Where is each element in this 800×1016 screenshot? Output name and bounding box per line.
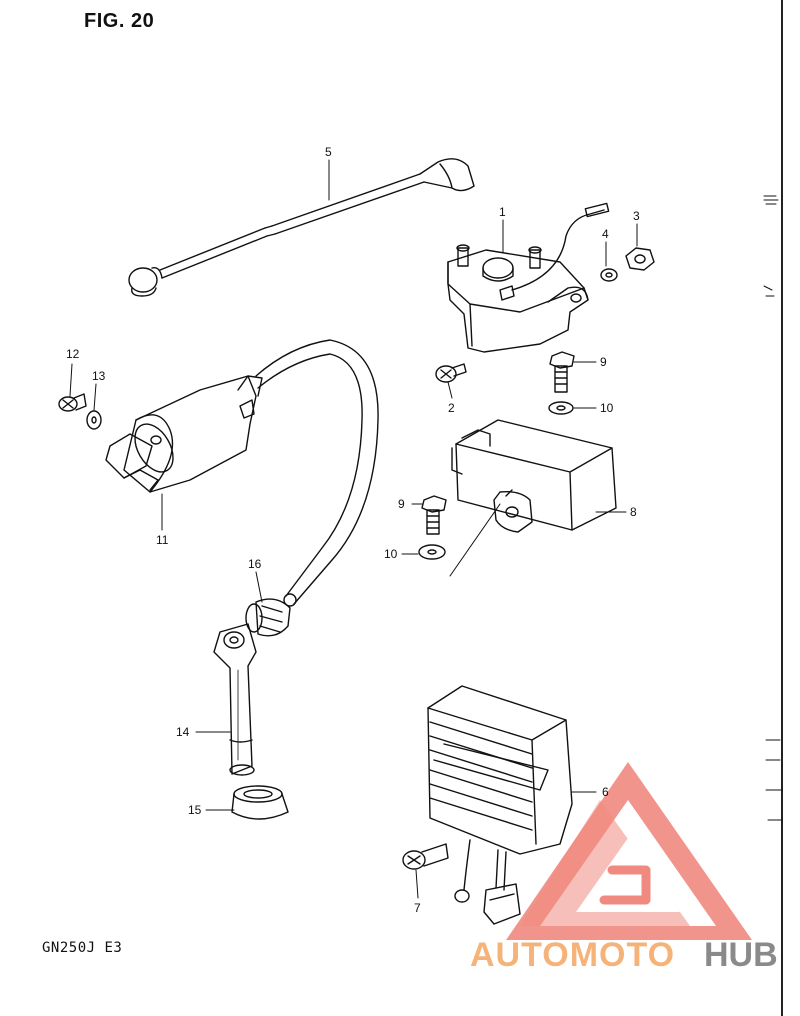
part-11-ignition-coil [105, 339, 379, 607]
callout-4: 4 [602, 227, 609, 241]
scan-edge-marks [763, 0, 783, 1016]
watermark-text-a: AUTOMOTO [470, 936, 675, 974]
part-5-battery-cable [128, 158, 475, 297]
callout-13: 13 [92, 369, 106, 383]
part-15-boot [231, 785, 289, 820]
part-1-starter-relay [447, 202, 610, 353]
part-7-screw [402, 843, 449, 870]
callout-9-lower: 9 [398, 497, 405, 511]
part-8-cdi-unit [449, 419, 617, 577]
watermark-logo: AUTOMOTO HUB [470, 762, 778, 974]
callout-6: 6 [602, 785, 609, 799]
part-2-screw [435, 363, 467, 383]
watermark-text-b: HUB [704, 936, 778, 974]
part-6-regulator [427, 685, 573, 925]
part-3-nut [625, 247, 655, 271]
callout-7: 7 [414, 901, 421, 915]
part-4-washer [600, 268, 618, 282]
callout-5: 5 [325, 145, 332, 159]
callout-1: 1 [499, 205, 506, 219]
callout-10-upper: 10 [600, 401, 614, 415]
callout-12: 12 [66, 347, 80, 361]
callout-15: 15 [188, 803, 202, 817]
callout-9-upper: 9 [600, 355, 607, 369]
part-10-washer-lower [418, 544, 446, 560]
callout-16: 16 [248, 557, 262, 571]
callout-10-lower: 10 [384, 547, 398, 561]
part-13-washer [86, 410, 102, 430]
part-12-screw [58, 393, 87, 412]
model-code: GN250J E3 [42, 940, 123, 956]
part-9-bolt-lower [421, 495, 447, 535]
callout-11: 11 [156, 533, 169, 547]
part-9-bolt-upper [549, 351, 575, 393]
callout-8: 8 [630, 505, 637, 519]
callout-labels: 5 1 3 4 2 9 10 8 9 10 12 13 11 16 14 15 … [66, 145, 640, 915]
part-10-washer-upper [548, 401, 574, 415]
figure-title: FIG. 20 [84, 10, 155, 32]
part-16-cord-seal [245, 598, 291, 637]
callout-2: 2 [448, 401, 455, 415]
callout-3: 3 [633, 209, 640, 223]
part-14-plug-cap [213, 623, 257, 776]
leader-lines [69, 159, 638, 899]
callout-14: 14 [176, 725, 190, 739]
